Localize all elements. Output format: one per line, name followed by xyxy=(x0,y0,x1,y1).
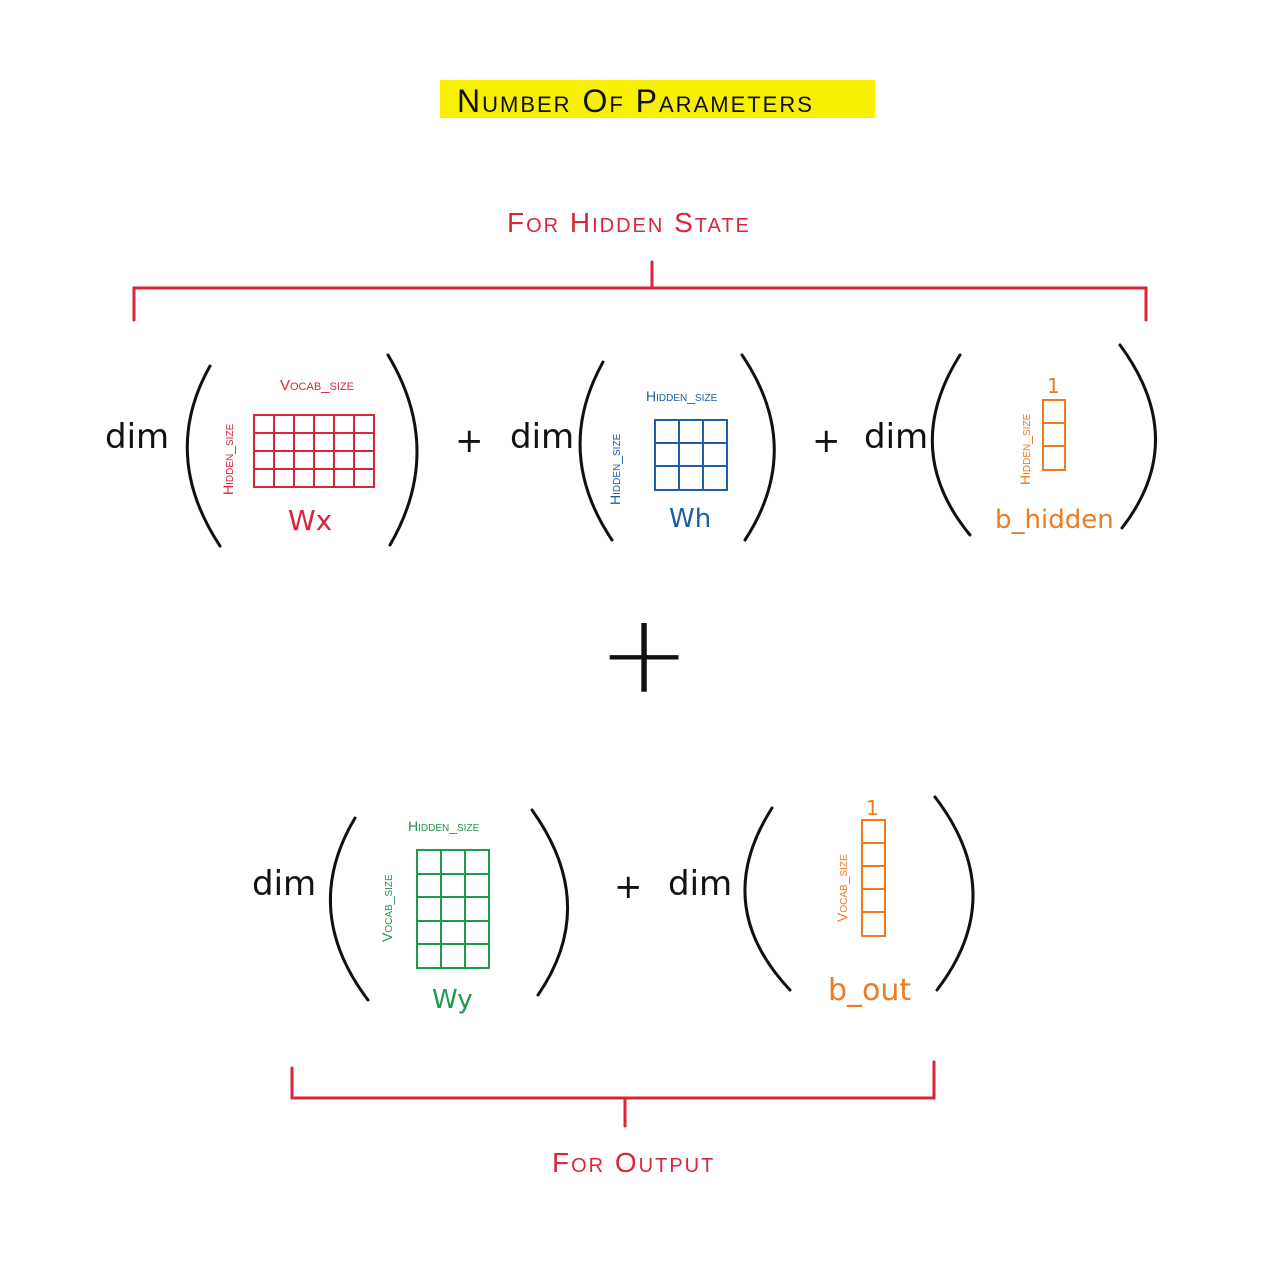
plus-wh: + xyxy=(455,421,484,461)
paren-right-wx xyxy=(386,353,419,547)
paren-left-wx xyxy=(185,364,222,548)
hidden-state-label: For Hidden State xyxy=(507,207,751,238)
matrix-grid-wh xyxy=(654,419,728,491)
middle-plus-operator: + xyxy=(598,590,690,718)
side-label-b-hidden: Hidden_size xyxy=(1017,413,1033,485)
paren-right-b-out xyxy=(933,795,975,992)
paren-left-b-hidden xyxy=(930,353,972,537)
top-label-b-out: 1 xyxy=(866,796,879,820)
dim-label-b-out: dim xyxy=(668,864,732,904)
vector-name-b-out: b_out xyxy=(828,973,911,1008)
page-title: Number Of Parameters xyxy=(457,83,814,119)
paren-right-b-hidden xyxy=(1118,343,1157,530)
hidden-state-bracket xyxy=(132,260,1148,322)
side-label-wh: Hidden_size xyxy=(607,433,623,505)
side-label-wx: Hidden_size xyxy=(220,423,236,495)
plus-b-hidden: + xyxy=(812,421,841,461)
title-highlight xyxy=(440,80,875,118)
paren-left-b-out xyxy=(743,806,792,992)
top-label-wx: Vocab_size xyxy=(280,377,354,394)
paren-left-wh xyxy=(578,360,614,542)
side-label-b-out: Vocab_size xyxy=(834,854,850,922)
vector-name-b-hidden: b_hidden xyxy=(995,505,1114,535)
dim-label-b-hidden: dim xyxy=(864,417,928,457)
top-label-wy: Hidden_size xyxy=(408,818,480,834)
vector-grid-b-hidden xyxy=(1042,399,1066,471)
matrix-grid-wy xyxy=(416,849,490,969)
dim-label-wx: dim xyxy=(105,417,169,457)
paren-right-wh xyxy=(740,353,776,542)
top-label-b-hidden: 1 xyxy=(1047,374,1060,398)
matrix-name-wh: Wh xyxy=(669,504,711,534)
matrix-grid-wx xyxy=(253,414,375,488)
paren-right-wy xyxy=(530,808,570,997)
side-label-wy: Vocab_size xyxy=(379,874,395,942)
output-label: For Output xyxy=(552,1147,715,1178)
plus-b-out: + xyxy=(614,867,643,907)
vector-grid-b-out xyxy=(861,819,886,937)
dim-label-wy: dim xyxy=(252,864,316,904)
matrix-name-wy: Wy xyxy=(432,985,473,1015)
paren-left-wy xyxy=(328,816,370,1002)
dim-label-wh: dim xyxy=(510,417,574,457)
top-label-wh: Hidden_size xyxy=(646,388,718,404)
matrix-name-wx: Wx xyxy=(288,504,332,537)
output-bracket xyxy=(290,1060,936,1128)
